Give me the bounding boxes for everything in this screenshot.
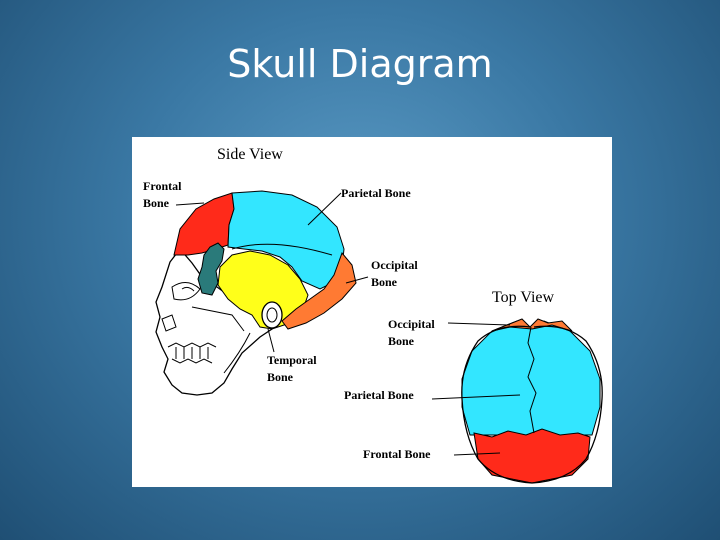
suture-line	[231, 243, 333, 256]
top-view-heading: Top View	[492, 289, 555, 306]
top-occipital-label-1: Occipital	[388, 317, 435, 331]
eye-socket	[171, 282, 201, 301]
side-frontal-label-2: Bone	[143, 196, 170, 210]
top-frontal-label: Frontal Bone	[363, 447, 431, 461]
side-temporal-leader	[267, 328, 275, 353]
nasal-cavity	[161, 314, 177, 332]
skull-diagram-svg: Side View Frontal Bone Parietal Bone Occ…	[143, 146, 603, 484]
top-parietal-label: Parietal Bone	[344, 388, 414, 402]
side-occipital-label-1: Occipital	[371, 258, 418, 272]
side-sphenoid-bone	[197, 242, 225, 296]
ear-canal	[261, 301, 283, 329]
side-parietal-bone	[227, 190, 345, 290]
side-temporal-label-1: Temporal	[267, 353, 317, 367]
side-temporal-label-2: Bone	[267, 370, 294, 384]
side-frontal-label-1: Frontal	[143, 179, 182, 193]
side-parietal-leader	[307, 192, 342, 226]
jaw-line	[223, 332, 251, 374]
side-frontal-leader	[175, 202, 205, 206]
side-occipital-leader	[345, 276, 369, 284]
side-view-heading: Side View	[217, 146, 283, 163]
skull-figure: Side View Frontal Bone Parietal Bone Occ…	[132, 137, 612, 487]
top-frontal-leader	[453, 452, 501, 456]
upper-teeth	[167, 342, 217, 348]
top-parietal-leader	[431, 394, 521, 400]
side-parietal-label: Parietal Bone	[341, 186, 411, 200]
top-outline	[461, 325, 603, 484]
slide-title: Skull Diagram	[227, 42, 493, 86]
top-occipital-leader	[447, 322, 511, 326]
sagittal-suture	[527, 326, 537, 434]
lower-teeth	[171, 358, 213, 364]
side-view-skull	[155, 190, 357, 396]
side-frontal-bone	[173, 192, 235, 256]
side-occipital-bone	[281, 252, 357, 330]
side-occipital-label-2: Bone	[371, 275, 398, 289]
top-occipital-label-2: Bone	[388, 334, 415, 348]
top-view-skull	[461, 318, 603, 484]
cheekbone	[191, 306, 245, 332]
top-frontal-bone	[473, 428, 591, 484]
